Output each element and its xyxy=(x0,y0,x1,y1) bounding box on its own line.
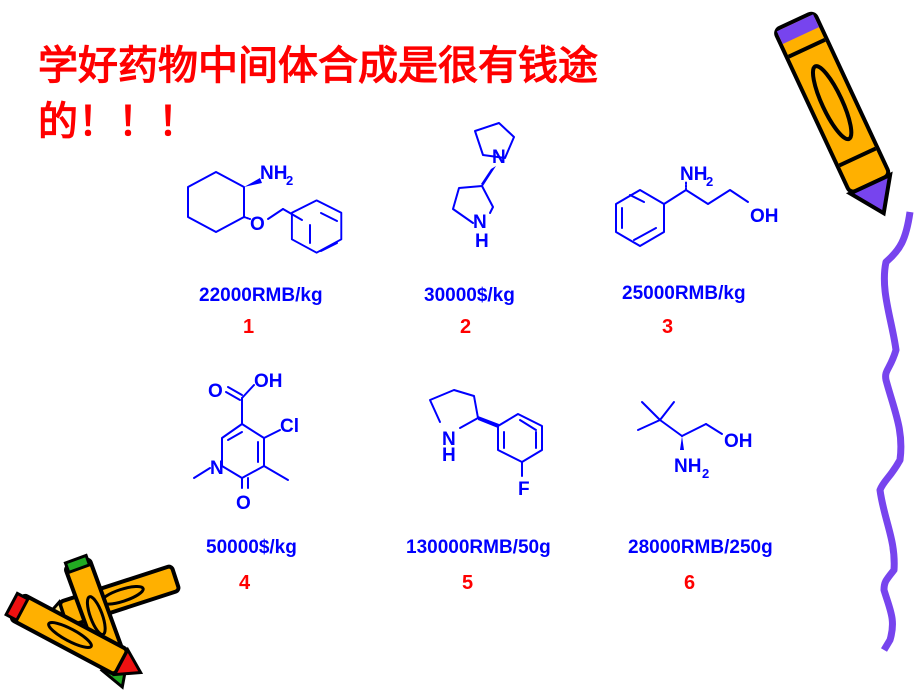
compound-6-price: 28000RMB/250g xyxy=(628,537,773,558)
svg-text:OH: OH xyxy=(254,371,283,392)
compound-4-structure: O OH Cl N O xyxy=(193,371,299,514)
svg-text:H: H xyxy=(442,445,456,466)
compound-3-price: 25000RMB/kg xyxy=(622,283,746,304)
title-line-2: 的！！！ xyxy=(38,99,198,145)
svg-text:2: 2 xyxy=(286,173,293,188)
compound-4-number: 4 xyxy=(239,572,251,594)
compound-3-structure: NH 2 OH xyxy=(615,164,779,247)
compound-6-number: 6 xyxy=(684,572,696,594)
purple-squiggle-icon xyxy=(876,211,914,652)
svg-text:Cl: Cl xyxy=(280,416,299,437)
svg-text:N: N xyxy=(492,147,506,168)
svg-text:O: O xyxy=(250,214,265,235)
svg-text:N: N xyxy=(442,429,456,450)
compound-5-structure: N H F xyxy=(429,389,543,500)
svg-text:OH: OH xyxy=(750,206,779,227)
svg-text:NH: NH xyxy=(674,456,701,477)
compound-2-structure: N N H xyxy=(452,122,515,252)
svg-text:2: 2 xyxy=(702,466,709,481)
slide-title: 学好药物中间体合成是很有钱途 的！！！ xyxy=(38,38,718,150)
compound-6-structure: OH NH 2 xyxy=(637,401,753,481)
svg-text:N: N xyxy=(473,212,487,233)
svg-text:NH: NH xyxy=(260,163,287,184)
svg-text:OH: OH xyxy=(724,431,753,452)
crayon-top-right-icon xyxy=(774,11,893,217)
svg-text:NH: NH xyxy=(680,164,707,185)
svg-text:F: F xyxy=(518,479,530,500)
svg-text:N: N xyxy=(210,458,224,479)
compound-4-price: 50000$/kg xyxy=(206,537,297,558)
compound-1-price: 22000RMB/kg xyxy=(199,285,323,306)
compound-5-price: 130000RMB/50g xyxy=(406,537,551,558)
compound-2-number: 2 xyxy=(460,316,472,338)
compound-2-price: 30000$/kg xyxy=(424,285,515,306)
compound-1-number: 1 xyxy=(243,316,255,338)
crayons-bottom-left-icon xyxy=(4,553,181,690)
compound-5-number: 5 xyxy=(462,572,474,594)
svg-text:O: O xyxy=(236,493,251,514)
svg-text:O: O xyxy=(208,381,223,402)
svg-text:2: 2 xyxy=(706,174,713,189)
compound-1-structure: NH 2 O xyxy=(187,163,343,254)
title-line-1: 学好药物中间体合成是很有钱途 xyxy=(38,43,598,89)
svg-text:H: H xyxy=(475,231,489,252)
compound-3-number: 3 xyxy=(662,316,674,338)
